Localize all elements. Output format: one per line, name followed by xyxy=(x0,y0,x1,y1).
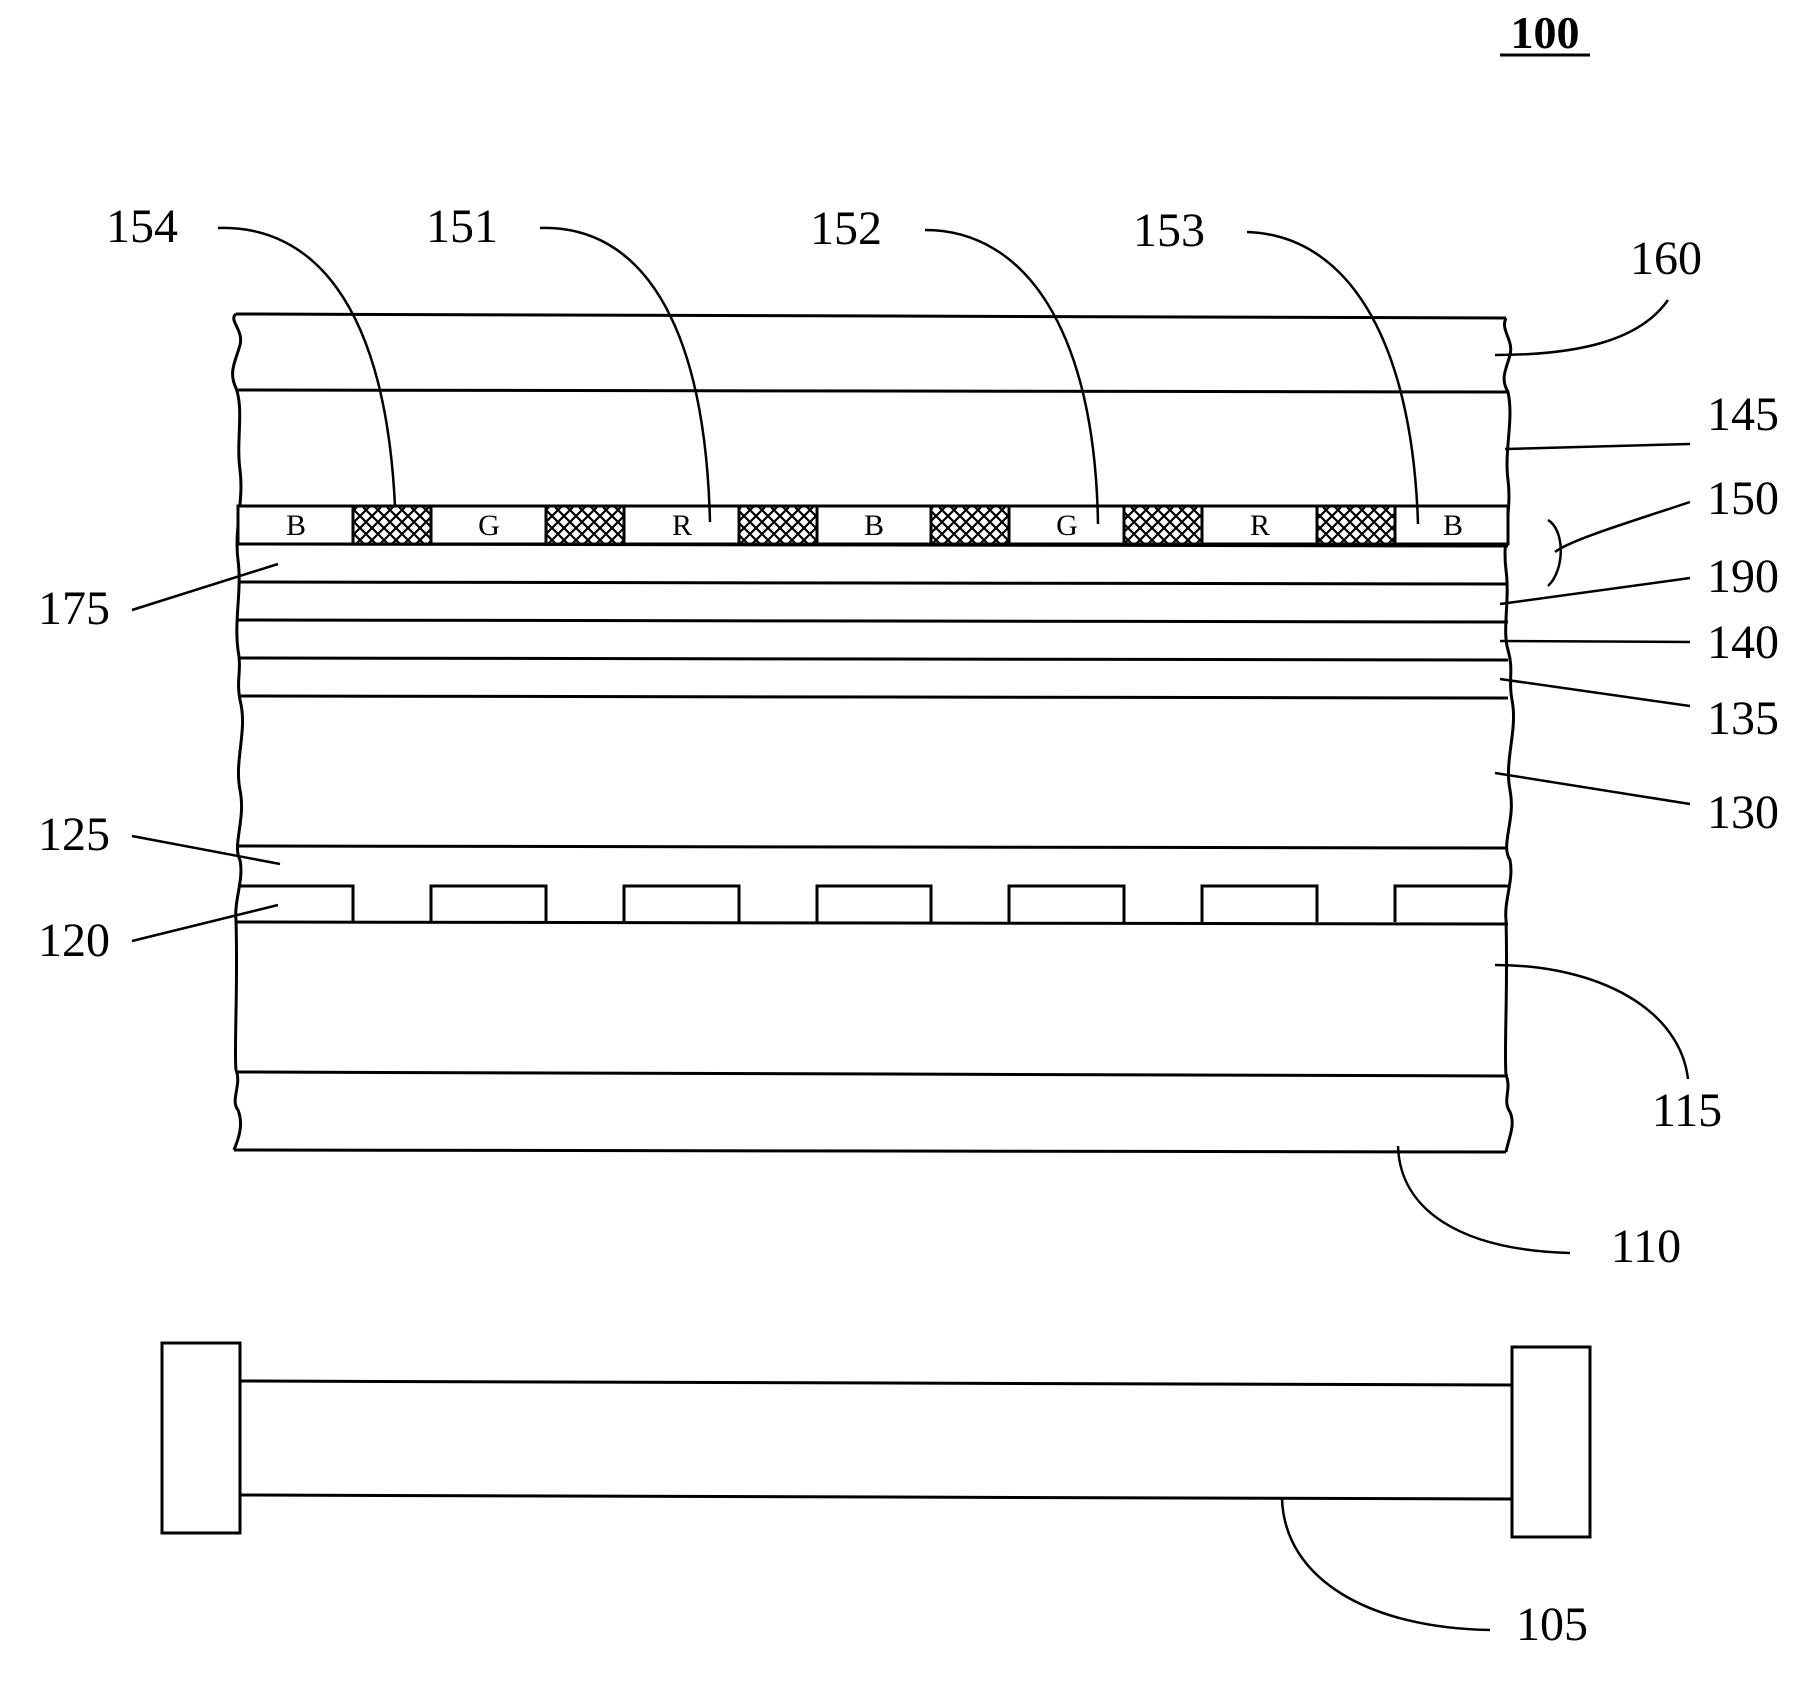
layer-110-bottom xyxy=(234,1150,1506,1152)
black-matrix-cell xyxy=(546,506,624,544)
leader-110 xyxy=(1398,1146,1570,1253)
leader-130 xyxy=(1495,773,1690,804)
leader-175 xyxy=(132,564,278,610)
leader-115 xyxy=(1495,965,1688,1079)
stack-left-edge xyxy=(233,314,243,1150)
layer-145-top xyxy=(238,390,1508,392)
filter-cell-label: R xyxy=(1250,509,1270,542)
electrode-pad xyxy=(817,886,931,922)
black-matrix-cell xyxy=(739,506,817,544)
leader-160 xyxy=(1495,300,1668,355)
ref-153: 153 xyxy=(1133,204,1205,257)
layer-135-top xyxy=(238,658,1508,660)
ref-175: 175 xyxy=(38,582,110,635)
leader-154 xyxy=(218,228,395,506)
black-matrix-cell xyxy=(931,506,1009,544)
ref-154: 154 xyxy=(106,200,178,253)
filter-cell-label: B xyxy=(1443,509,1463,542)
black-matrix-cell xyxy=(1317,506,1395,544)
backlight-left-cap xyxy=(162,1343,240,1533)
ref-130: 130 xyxy=(1707,786,1779,839)
backlight-top-edge xyxy=(240,1381,1512,1385)
filter-cell-label: B xyxy=(286,509,306,542)
filter-cell-label: G xyxy=(478,509,500,542)
filter-cell-label: G xyxy=(1056,509,1078,542)
brace-150 xyxy=(1548,520,1561,586)
ref-125: 125 xyxy=(38,808,110,861)
filter-cell-label: R xyxy=(672,509,692,542)
backlight-right-cap xyxy=(1512,1347,1590,1537)
ref-140: 140 xyxy=(1707,616,1779,669)
electrode-pad xyxy=(1395,886,1508,922)
leader-151 xyxy=(540,228,710,522)
ref-120: 120 xyxy=(38,914,110,967)
ref-151: 151 xyxy=(426,200,498,253)
ref-150: 150 xyxy=(1707,472,1779,525)
ref-110: 110 xyxy=(1611,1220,1681,1273)
leader-152 xyxy=(925,230,1098,524)
layer-190-top xyxy=(238,582,1508,584)
color-filter-layer: B G R B G R B xyxy=(238,506,1508,544)
backlight-bottom-edge xyxy=(240,1495,1512,1499)
electrode-pad xyxy=(1009,886,1124,922)
leader-140 xyxy=(1500,641,1690,642)
leader-135 xyxy=(1500,679,1690,706)
electrode-pad xyxy=(238,886,353,922)
ref-135: 135 xyxy=(1707,692,1779,745)
layer-130-top xyxy=(238,696,1508,698)
leader-150 xyxy=(1555,502,1690,552)
layer-115-top xyxy=(236,922,1508,924)
ref-145: 145 xyxy=(1707,388,1779,441)
ref-190: 190 xyxy=(1707,550,1779,603)
figure-number: 100 xyxy=(1511,7,1580,58)
layer-125-top xyxy=(238,846,1508,848)
electrode-pads xyxy=(238,886,1508,922)
layer-140-top xyxy=(238,620,1508,622)
layer-160-top xyxy=(236,314,1506,318)
leader-145 xyxy=(1505,444,1690,449)
ref-115: 115 xyxy=(1652,1084,1722,1137)
ref-152: 152 xyxy=(810,202,882,255)
black-matrix-cell xyxy=(353,506,431,544)
electrode-pad xyxy=(1202,886,1317,922)
electrode-pad xyxy=(624,886,739,922)
ref-160: 160 xyxy=(1630,232,1702,285)
filter-cell-label: B xyxy=(864,509,884,542)
backlight-unit xyxy=(162,1343,1590,1537)
leader-190 xyxy=(1500,578,1690,604)
leader-153 xyxy=(1247,232,1418,524)
layer-110-top xyxy=(236,1072,1508,1076)
leader-125 xyxy=(132,836,280,864)
leader-105 xyxy=(1282,1499,1490,1630)
stack-right-edge xyxy=(1504,318,1513,1152)
leader-lines xyxy=(132,228,1690,1630)
electrode-pad xyxy=(431,886,546,922)
black-matrix-cell xyxy=(1124,506,1202,544)
ref-105: 105 xyxy=(1516,1598,1588,1651)
